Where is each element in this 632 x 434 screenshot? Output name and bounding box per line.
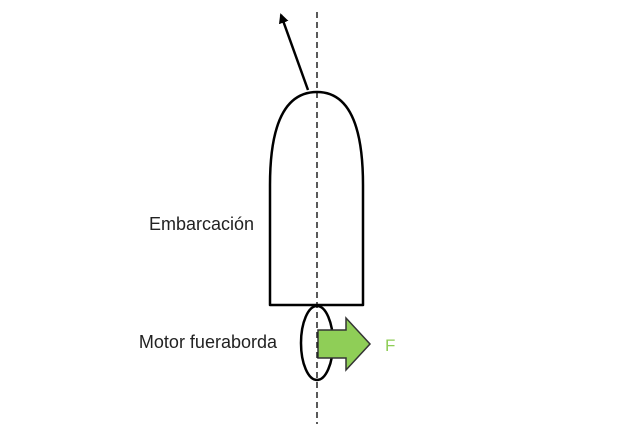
motor-label: Motor fueraborda (139, 332, 278, 352)
force-arrow (317, 316, 372, 372)
heading-arrow (279, 13, 310, 91)
boat-label: Embarcación (149, 214, 254, 234)
boat-hull (268, 90, 365, 307)
force-label: F (385, 336, 395, 355)
